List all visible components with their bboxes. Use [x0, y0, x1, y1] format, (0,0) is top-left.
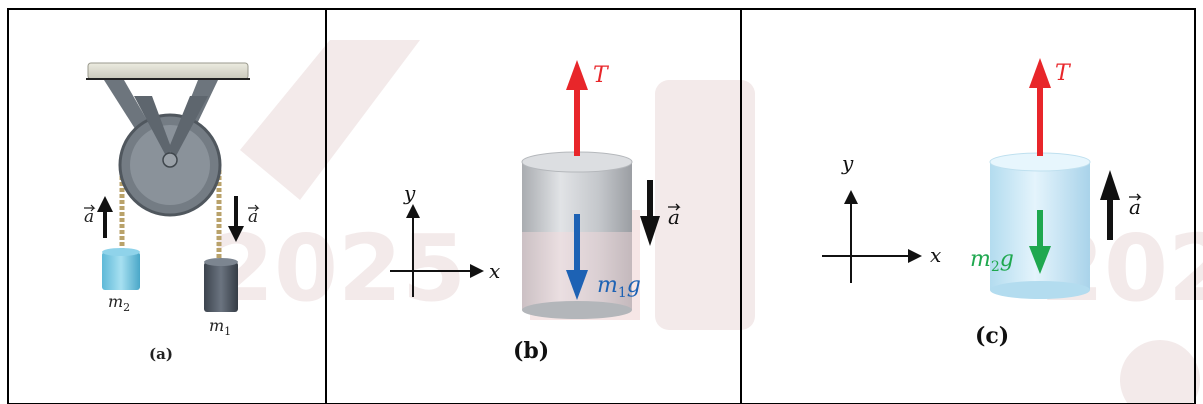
accel-arrow-up-a	[97, 196, 113, 238]
pulley-arm-left	[134, 96, 172, 156]
panel-c: y x T m2g a (c)	[822, 58, 1142, 349]
watermark-circle	[1120, 340, 1200, 404]
panel-b: y x T m1g a (b)	[390, 60, 681, 364]
watermark-year-left: 2025	[210, 215, 466, 322]
axis-x-label-b: x	[489, 259, 500, 283]
tension-arrow-b	[566, 60, 588, 156]
accel-arrow-c	[1100, 170, 1120, 240]
pulley-axle	[162, 152, 178, 168]
axis-x-label-c: x	[930, 243, 941, 267]
accel-label-left-a: a	[84, 207, 94, 227]
tension-arrow-c	[1029, 58, 1051, 156]
caption-c: (c)	[975, 323, 1009, 349]
axis-y-label-c: y	[841, 151, 854, 175]
vector-hat-b	[668, 203, 681, 211]
mass-m2-block	[102, 252, 140, 290]
caption-a: (a)	[149, 345, 173, 363]
cylinder-bottom-b	[522, 301, 632, 319]
panel-frames	[7, 8, 1196, 404]
vector-hat-left-a	[84, 204, 96, 212]
axes-b	[390, 204, 484, 297]
mass-label-m2: m2	[108, 292, 130, 314]
pulley-arm-right	[168, 96, 208, 156]
accel-label-c: a	[1129, 195, 1141, 219]
weight-label-c: m2g	[970, 247, 1014, 275]
panel-a: a a m2 m1 (a)	[84, 62, 260, 363]
weight-label-b: m1g	[597, 273, 641, 301]
outer-frame	[7, 8, 1196, 404]
mass-m2-top	[102, 248, 140, 256]
accel-arrow-b	[640, 180, 660, 246]
ceiling	[87, 62, 249, 80]
accel-label-b: a	[668, 205, 680, 229]
accel-arrow-down-a	[228, 196, 244, 242]
tension-label-c: T	[1055, 61, 1072, 86]
axis-y-label-b: y	[403, 181, 416, 205]
cylinder-bottom-c	[990, 281, 1090, 299]
axes-c	[822, 190, 922, 283]
mass-m1-top	[204, 258, 238, 266]
weight-arrow-c	[1029, 210, 1051, 274]
vector-hat-right-a	[248, 204, 260, 212]
mass-m1-block	[204, 262, 238, 312]
tension-label-b: T	[593, 63, 610, 88]
accel-label-right-a: a	[248, 207, 258, 227]
caption-b: (b)	[513, 338, 549, 364]
vector-hat-c	[1129, 193, 1142, 201]
mass-label-m1: m1	[209, 316, 231, 338]
watermark-stroke	[240, 40, 420, 200]
weight-arrow-b	[566, 214, 588, 300]
watermark-bar	[655, 80, 755, 330]
